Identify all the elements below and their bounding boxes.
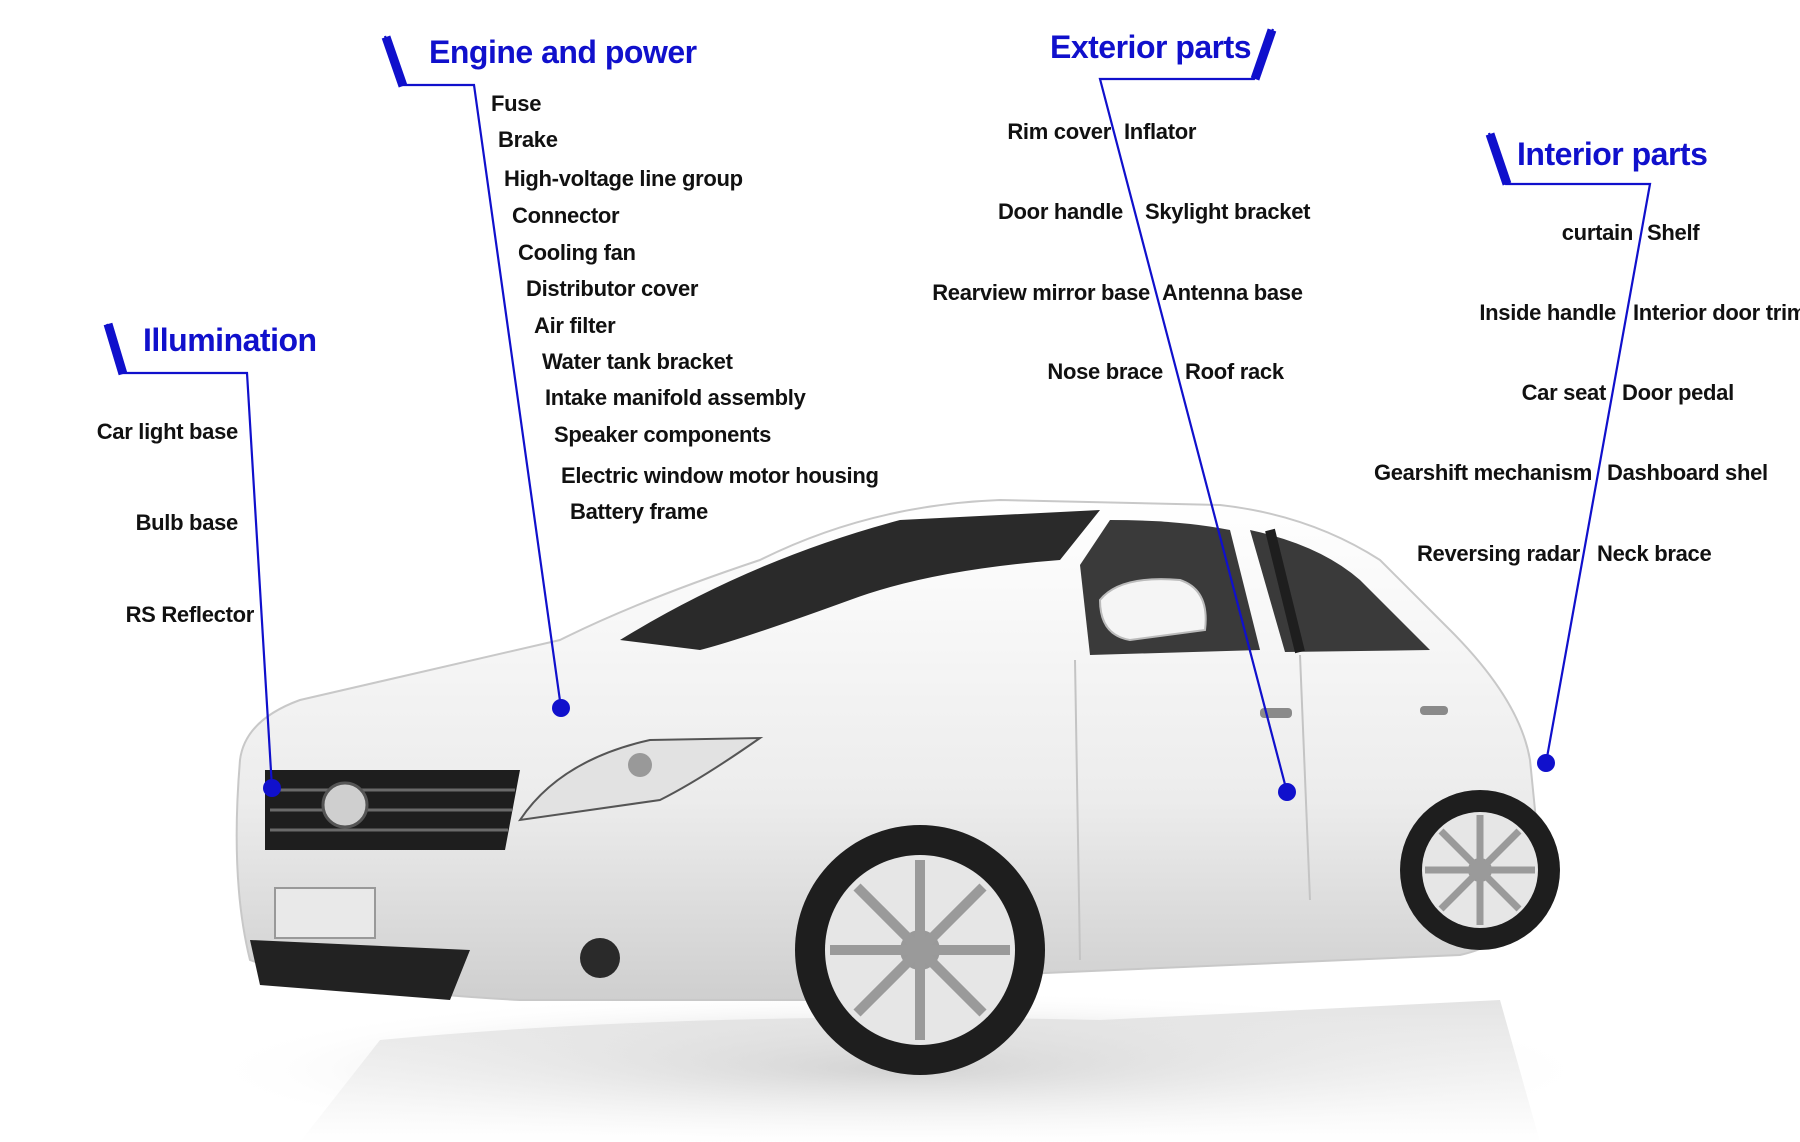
exterior-left-item: Nose brace [1047, 359, 1163, 384]
illumination-item: RS Reflector [125, 602, 255, 627]
exterior-title: Exterior parts [1050, 29, 1252, 65]
exterior-slash [1250, 28, 1277, 81]
exterior-right-item: Inflator [1124, 119, 1197, 144]
exterior-right-item: Skylight bracket [1145, 199, 1311, 224]
lower-bumper [250, 940, 470, 1000]
exterior-right-item: Antenna base [1162, 280, 1303, 305]
exterior-right-item: Roof rack [1185, 359, 1284, 384]
interior-left-item: Reversing radar [1416, 541, 1580, 566]
engine-item: Water tank bracket [542, 349, 733, 374]
interior-left-item: Car seat [1521, 380, 1607, 405]
illumination-marker [263, 779, 281, 797]
rear-wheel [1400, 790, 1560, 950]
engine-item: Connector [512, 203, 620, 228]
engine-title: Engine and power [429, 34, 697, 70]
interior-marker [1537, 754, 1555, 772]
grille-bars [270, 788, 515, 832]
engine-item: Speaker components [554, 422, 772, 447]
interior-right-item: Door pedal [1622, 380, 1734, 405]
interior-left-item: curtain [1561, 220, 1634, 245]
headlight [517, 736, 764, 822]
engine-marker [552, 699, 570, 717]
engine-item: Cooling fan [518, 240, 636, 265]
illumination-item: Bulb base [135, 510, 239, 535]
interior-right-item: Shelf [1647, 220, 1700, 245]
exterior-left-item: Rearview mirror base [932, 280, 1150, 305]
door-pillar [1265, 528, 1305, 654]
interior-title: Interior parts [1517, 136, 1708, 172]
engine-item: Battery frame [570, 499, 708, 524]
windshield [620, 510, 1100, 650]
interior-right-item: Neck brace [1597, 541, 1712, 566]
exterior-marker [1278, 783, 1296, 801]
interior-right-item: Interior door trim [1633, 300, 1800, 325]
headlight-lens [628, 753, 652, 777]
fog-light [580, 938, 620, 978]
engine-item: Brake [498, 127, 558, 152]
illumination-slash [103, 322, 128, 376]
exterior-left-item: Rim cover [1007, 119, 1111, 144]
exterior-left-item: Door handle [997, 199, 1123, 224]
illumination-leader [105, 323, 274, 789]
side-mirror [1098, 578, 1207, 642]
interior-slash [1485, 132, 1512, 186]
engine-item: Fuse [491, 91, 542, 116]
interior-left-item: Gearshift mechanism [1373, 460, 1592, 485]
engine-item: Intake manifold assembly [545, 385, 806, 410]
rear-door-handle [1420, 706, 1448, 715]
brand-emblem [321, 781, 369, 829]
front-wheel [795, 825, 1045, 1075]
engine-item: High-voltage line group [504, 166, 743, 191]
illumination-item: Car light base [96, 419, 239, 444]
engine-item: Air filter [534, 313, 616, 338]
engine-item: Electric window motor housing [561, 463, 879, 488]
engine-slash [381, 35, 408, 88]
engine-item: Distributor cover [526, 276, 699, 301]
illumination-title: Illumination [143, 322, 317, 358]
door-seams [1074, 654, 1311, 961]
interior-right-item: Dashboard shel [1607, 460, 1768, 485]
interior-left-item: Inside handle [1479, 300, 1616, 325]
license-plate [274, 887, 376, 939]
